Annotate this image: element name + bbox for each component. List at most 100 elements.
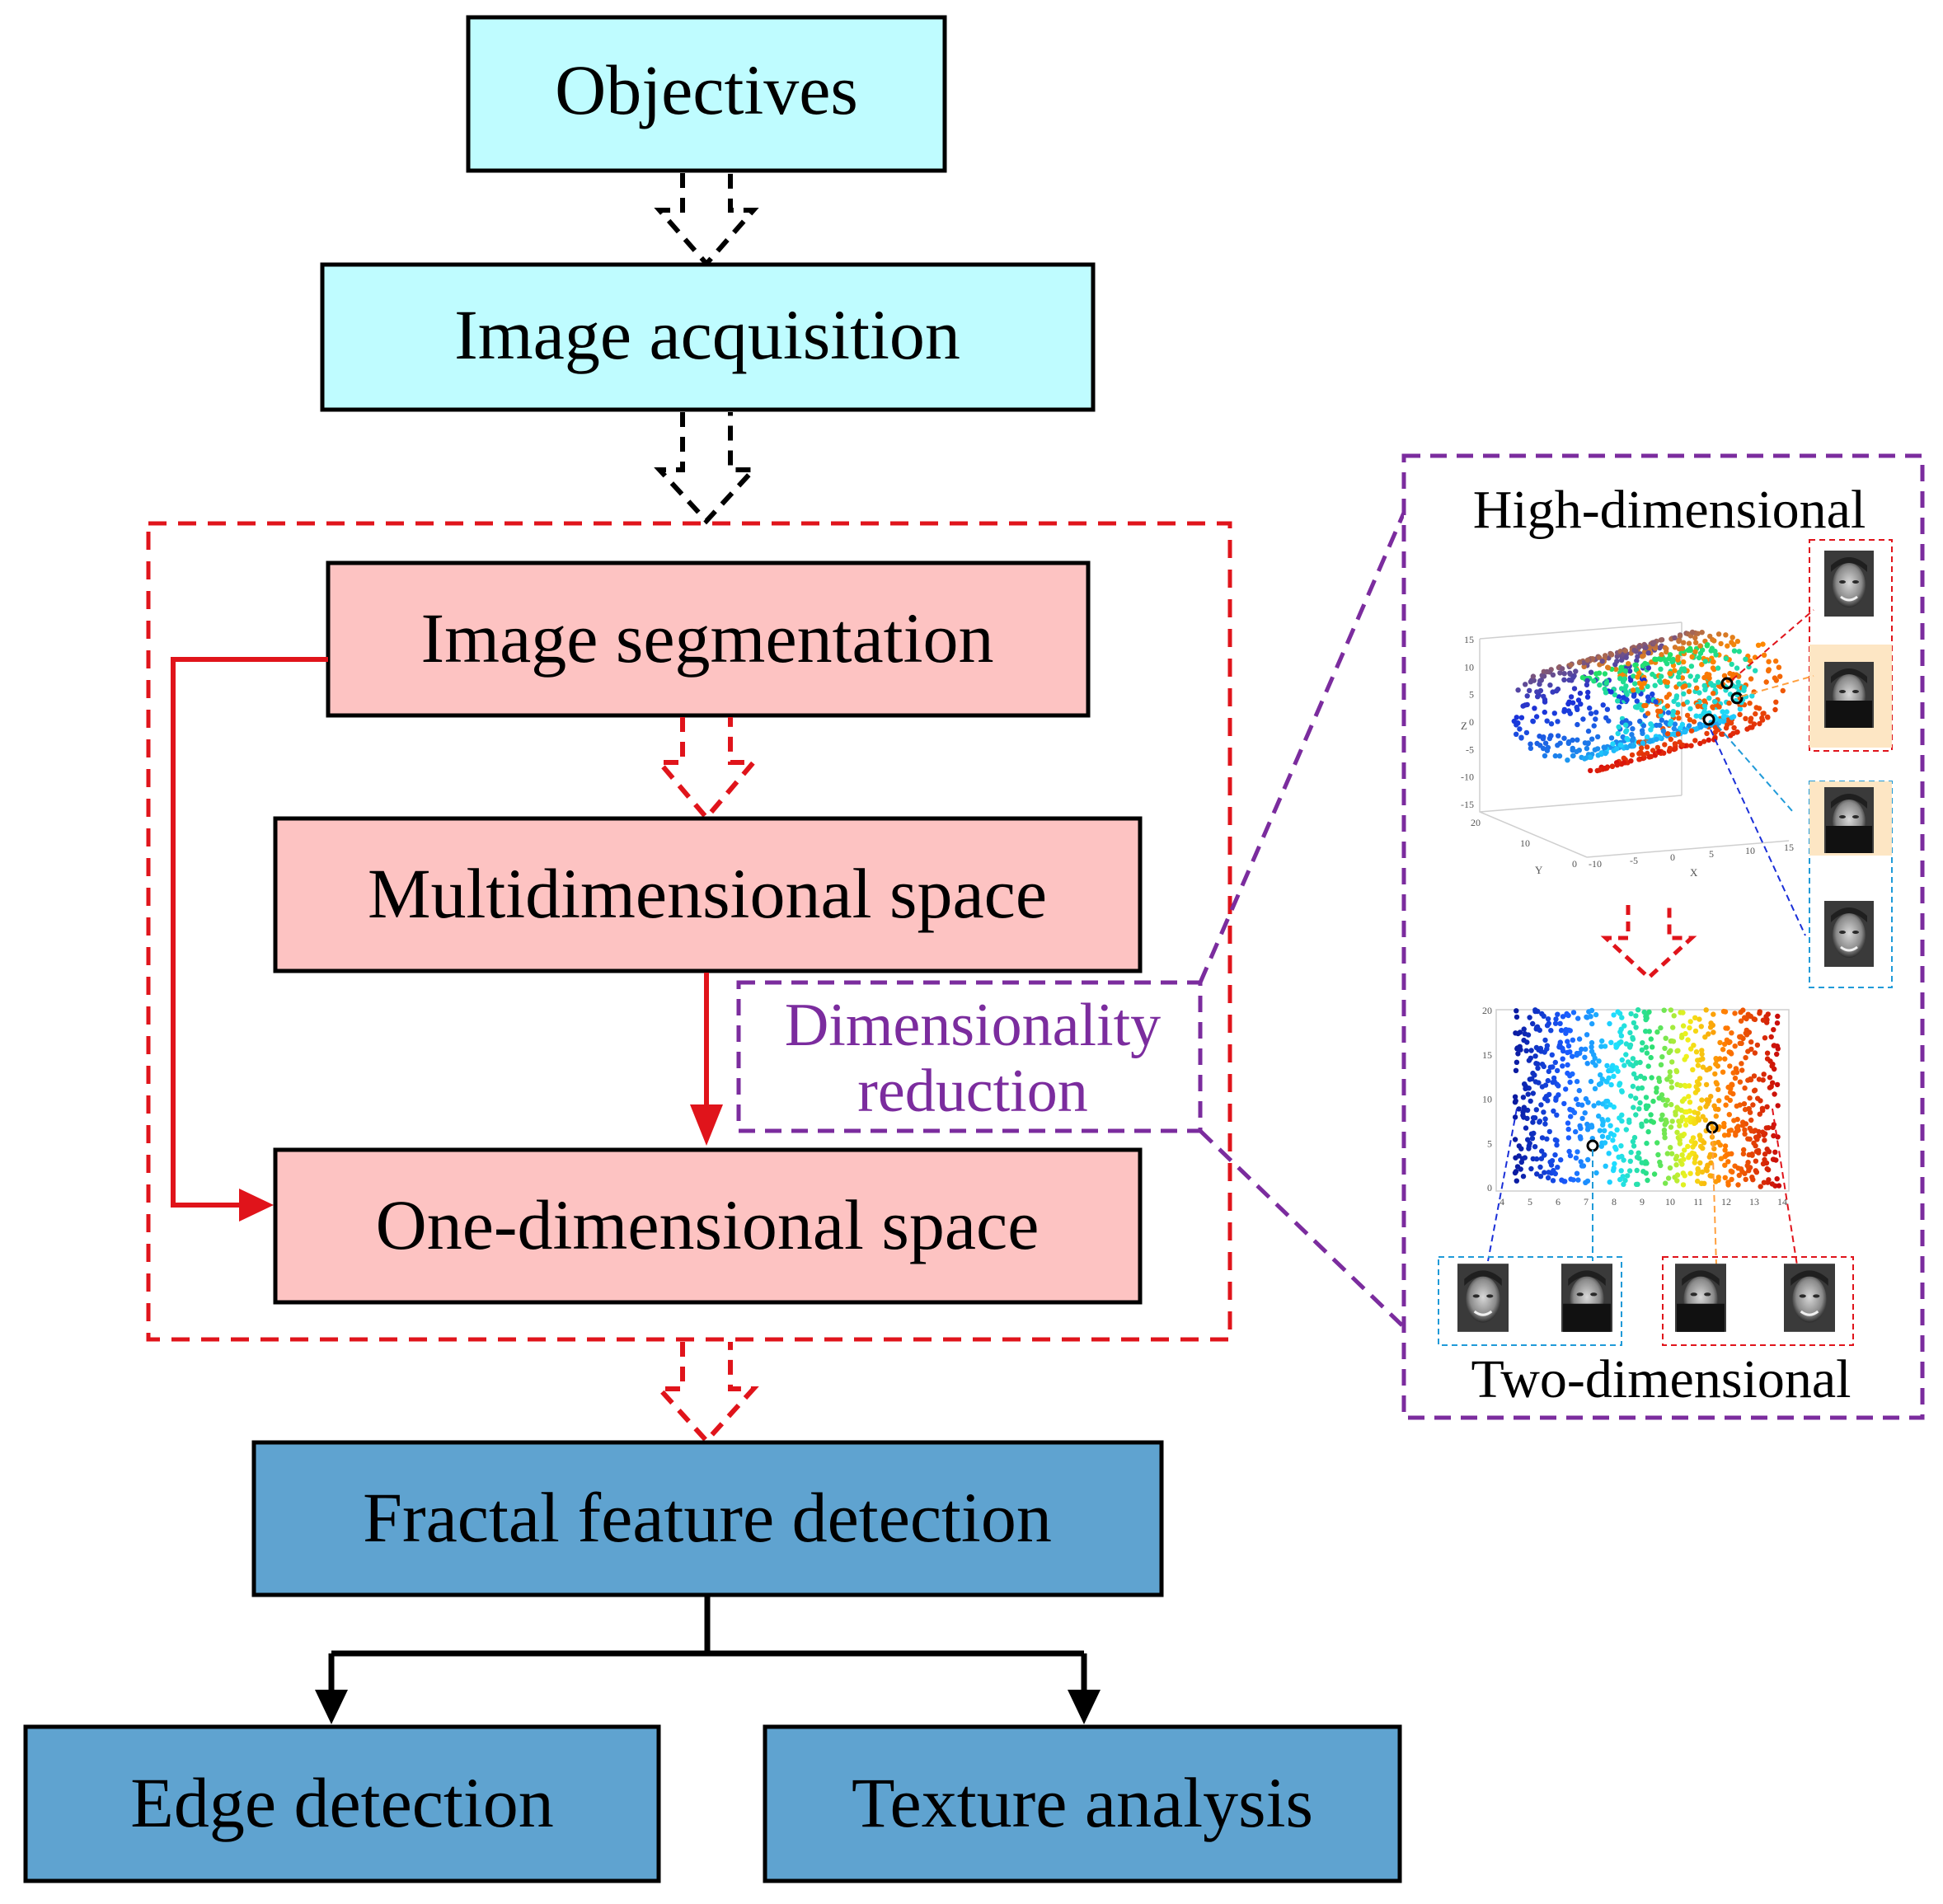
- plot-2d-point: [1753, 1158, 1759, 1164]
- plot-2d-point: [1578, 1159, 1584, 1165]
- fractal-feature-detection-label: Fractal feature detection: [363, 1478, 1052, 1557]
- plot-2d-point: [1533, 1107, 1540, 1113]
- plot-2d-point: [1567, 1079, 1573, 1086]
- plot-3d-scatter: [1511, 629, 1786, 774]
- plot-2d-point: [1618, 1143, 1624, 1149]
- plot-3d-point: [1622, 648, 1629, 654]
- image-segmentation-box: Image segmentation: [326, 560, 1091, 718]
- plot-3d-point: [1717, 718, 1724, 724]
- plot-3d-point: [1720, 731, 1725, 737]
- plot-3d-point: [1664, 694, 1670, 700]
- plot-3d-point: [1777, 673, 1783, 679]
- plot-2d-point: [1698, 1024, 1704, 1029]
- plot-3d-point: [1676, 638, 1682, 645]
- plot-3d-point: [1588, 767, 1593, 774]
- plot-2d-point: [1548, 1162, 1555, 1168]
- plot-2d-point: [1630, 1138, 1636, 1145]
- plot-2d-point: [1530, 1119, 1536, 1125]
- plot-2d-point: [1766, 1177, 1772, 1183]
- plot-3d-point: [1603, 750, 1608, 757]
- plot-3d-point: [1764, 714, 1771, 720]
- plot-3d-point: [1624, 728, 1630, 734]
- plot-3d-point: [1544, 668, 1550, 675]
- plot-3d-point: [1636, 757, 1642, 762]
- plot-3d-point: [1712, 699, 1718, 705]
- plot-3d-point: [1645, 683, 1650, 689]
- tick-label: 10: [1464, 661, 1474, 673]
- plot-3d-point: [1648, 721, 1654, 727]
- plot-3d-point: [1643, 645, 1649, 651]
- plot-2d-point: [1636, 1150, 1641, 1156]
- plot-3d-point: [1734, 672, 1739, 678]
- plot-2d-point: [1650, 1044, 1655, 1050]
- plot-2d-point: [1645, 1128, 1651, 1135]
- plot-2d-point: [1602, 1043, 1608, 1049]
- plot-2d-point: [1611, 1012, 1617, 1018]
- plot-2d-point: [1748, 1046, 1754, 1053]
- segmentation-group-frame: [146, 521, 1232, 1342]
- plot-3d-point: [1628, 678, 1634, 683]
- plot-3d-point: [1530, 673, 1537, 679]
- plot-2d-frame: [1495, 1009, 1790, 1192]
- plot-2d-point: [1532, 1053, 1538, 1059]
- plot-2d-point: [1687, 1114, 1693, 1121]
- plot-3d-point: [1658, 712, 1664, 719]
- plot-3d-marker-2: [1730, 692, 1744, 705]
- plot-2d-point: [1626, 1117, 1632, 1123]
- plot-2d-point: [1595, 1100, 1602, 1106]
- plot-3d-point: [1534, 689, 1540, 695]
- plot-2d-point: [1513, 1067, 1519, 1074]
- plot-2d-point: [1725, 1084, 1731, 1090]
- plot-3d-point: [1561, 735, 1567, 741]
- plot-2d-point: [1682, 1096, 1687, 1102]
- plot-3d-point: [1734, 638, 1741, 645]
- plot-2d-point: [1668, 1124, 1674, 1130]
- plot-3d-point: [1689, 654, 1695, 660]
- plot-2d-point: [1657, 1159, 1663, 1165]
- plot-3d-point: [1648, 727, 1654, 733]
- plot-2d-point: [1761, 1132, 1767, 1138]
- plot-2d-point: [1568, 1114, 1574, 1119]
- plot-2d-point: [1613, 1042, 1619, 1048]
- plot-3d-point: [1679, 675, 1686, 681]
- tick-label: 7: [1584, 1196, 1589, 1208]
- plot-2d-point: [1664, 1097, 1670, 1104]
- plot-3d-point: [1632, 681, 1638, 687]
- plot-3d-point: [1671, 725, 1678, 732]
- plot-2d-point: [1517, 1043, 1523, 1050]
- plot-3d-point: [1702, 659, 1708, 664]
- plot-2d-point: [1618, 1039, 1624, 1045]
- plot-3d-point: [1692, 678, 1699, 683]
- tick-label: 8: [1612, 1196, 1617, 1208]
- plot-2d-point: [1630, 1034, 1636, 1041]
- plot-2d-point: [1646, 1009, 1652, 1015]
- plot-3d-point: [1746, 664, 1752, 670]
- plot-2d-point: [1697, 1137, 1703, 1142]
- plot-2d-point: [1656, 1095, 1662, 1101]
- plot-3d-point: [1622, 676, 1628, 682]
- plot-3d-point: [1671, 698, 1677, 705]
- plot-3d-point: [1541, 673, 1547, 679]
- plot-3d-point: [1697, 725, 1704, 730]
- plot-3d-point: [1753, 710, 1758, 717]
- plot-3d-point: [1648, 738, 1654, 743]
- plot-3d-point: [1644, 734, 1650, 740]
- plot-2d-point: [1717, 1039, 1723, 1046]
- plot-2d-point: [1655, 1151, 1661, 1158]
- plot-2d-point: [1533, 1044, 1540, 1051]
- plot-3d-point: [1603, 653, 1608, 659]
- texture-analysis-label: Texture analysis: [852, 1763, 1313, 1842]
- plot-2d-point: [1689, 1150, 1696, 1156]
- plot-3d-point: [1547, 682, 1553, 688]
- plot-2d-point: [1722, 1175, 1728, 1181]
- plot-2d-point: [1567, 1152, 1574, 1159]
- plot-3d-point: [1688, 728, 1695, 734]
- plot-2d-point: [1521, 1026, 1527, 1032]
- plot-2d-point: [1633, 1075, 1640, 1081]
- plot-2d-point: [1516, 1106, 1522, 1112]
- plot-3d-point: [1674, 710, 1681, 715]
- plot-3d-point: [1602, 686, 1607, 692]
- plot-3d-point: [1675, 701, 1681, 707]
- plot-2d-point: [1539, 1148, 1545, 1154]
- plot-2d-point: [1589, 1007, 1595, 1014]
